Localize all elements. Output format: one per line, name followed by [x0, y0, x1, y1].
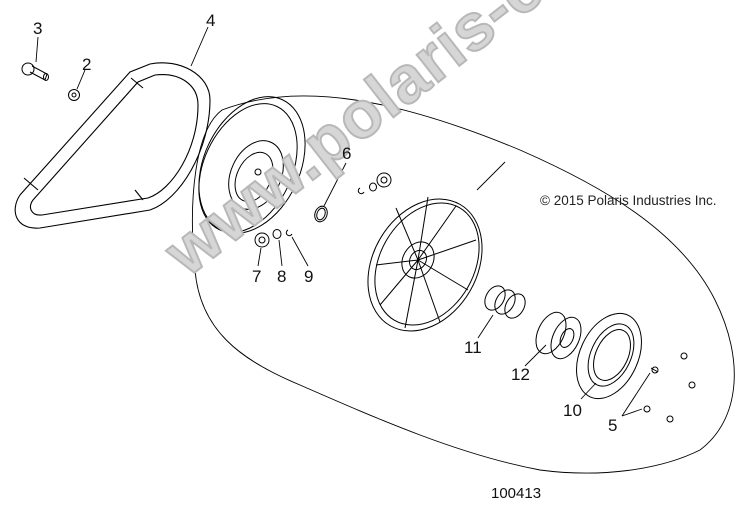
- callout-9: 9: [304, 267, 314, 286]
- spring: [484, 285, 526, 319]
- retaining-ring: [285, 229, 293, 237]
- callout-5: 5: [608, 416, 618, 435]
- callout-2: 2: [82, 55, 92, 74]
- driven-sheave: [367, 196, 483, 332]
- sheave: [198, 96, 306, 234]
- callout-11: 11: [464, 338, 482, 357]
- bearing-2: [376, 172, 392, 188]
- drive-belt: [14, 62, 211, 229]
- washer: [68, 89, 80, 101]
- bearing: [254, 232, 270, 248]
- small-washer: [272, 229, 282, 239]
- copyright-notice: © 2015 Polaris Industries Inc.: [540, 193, 717, 208]
- clutch-cover-outline: [192, 95, 735, 474]
- screws: [643, 352, 696, 423]
- figure-number: 100413: [491, 485, 542, 502]
- retaining-ring-2: [357, 187, 365, 195]
- leader-lines: [35, 26, 651, 417]
- callout-3: 3: [33, 19, 43, 38]
- small-washer-2: [369, 182, 377, 192]
- callout-12: 12: [511, 365, 530, 384]
- bushing: [535, 311, 582, 360]
- callout-4: 4: [206, 11, 216, 30]
- callout-7: 7: [252, 267, 262, 286]
- bolt: [21, 62, 49, 81]
- seal-plate: [576, 312, 642, 400]
- callout-8: 8: [277, 267, 287, 286]
- callout-6: 6: [342, 144, 352, 163]
- callout-10: 10: [563, 401, 582, 420]
- o-ring: [314, 205, 328, 223]
